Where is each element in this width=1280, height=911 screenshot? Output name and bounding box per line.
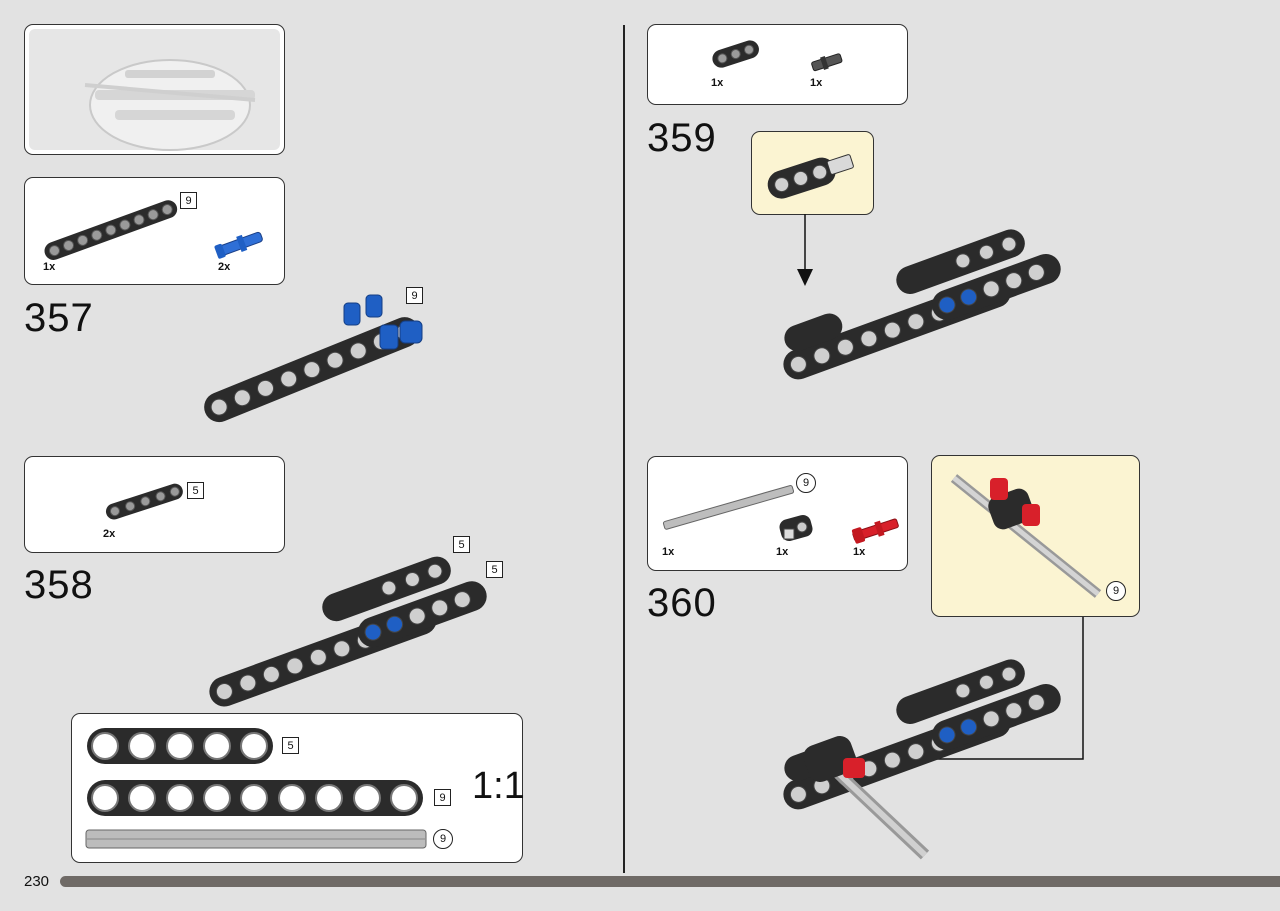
step-number: 359: [647, 116, 717, 160]
blue-pin-icon: [214, 231, 263, 259]
step-359-callout: [751, 131, 874, 215]
part-qty: 1x: [776, 546, 789, 558]
page-progress-bar: [60, 876, 1280, 887]
scale-liftarm-5: [87, 728, 273, 764]
length-badge: 9: [180, 192, 197, 209]
axle-9-icon: [662, 485, 795, 530]
page-number: 230: [24, 873, 50, 890]
red-pin-icon: [851, 518, 899, 544]
length-badge: 9: [433, 829, 453, 849]
step-number: 358: [24, 563, 94, 607]
scale-liftarm-9: [87, 780, 423, 816]
step-359-assembly: [783, 229, 1061, 380]
part-qty: 2x: [218, 261, 231, 273]
scale-axle-9: [85, 829, 427, 849]
axle-pin-icon: [811, 53, 843, 72]
step-360-callout: 9: [931, 455, 1140, 617]
step-number: 357: [24, 296, 94, 340]
callout-length-badge: 5: [486, 561, 503, 578]
step-359-parts-box: 1x 1x: [647, 24, 908, 105]
step-360-assembly: [783, 659, 1061, 860]
step-357-parts-box: 9 1x 2x: [24, 177, 285, 285]
liftarm-5-icon: [105, 483, 183, 520]
scale-guide-box: 5 9 9: [71, 713, 523, 863]
scale-label: 1:1: [472, 765, 525, 807]
step-358-assembly: [209, 556, 487, 707]
liftarm-3-icon: [712, 40, 759, 68]
callout-length-badge: 5: [453, 536, 470, 553]
length-badge: 9: [434, 789, 451, 806]
callout-length-badge: 9: [406, 287, 423, 304]
axle-subassembly-icon: [950, 474, 1102, 598]
liftarm-axle-subassembly-icon: [767, 154, 854, 199]
connector-icon: [779, 515, 813, 541]
liftarm-9-icon: [44, 200, 178, 260]
callout-arrow: [797, 214, 813, 286]
part-qty: 1x: [711, 77, 724, 89]
part-qty: 1x: [43, 261, 56, 273]
part-qty: 1x: [853, 546, 866, 558]
length-badge: 5: [282, 737, 299, 754]
preview-box: [24, 24, 285, 155]
part-qty: 1x: [810, 77, 823, 89]
model-preview-icon: [84, 59, 256, 151]
step-number: 360: [647, 581, 717, 625]
step-357-assembly: [204, 294, 423, 423]
page-divider: [623, 25, 625, 873]
part-qty: 1x: [662, 546, 675, 558]
length-badge: 9: [796, 473, 816, 493]
length-badge: 9: [1106, 581, 1126, 601]
step-358-parts-box: 5 2x: [24, 456, 285, 553]
step-360-parts-box: 9 1x 1x 1x: [647, 456, 908, 571]
length-badge: 5: [187, 482, 204, 499]
part-qty: 2x: [103, 528, 116, 540]
